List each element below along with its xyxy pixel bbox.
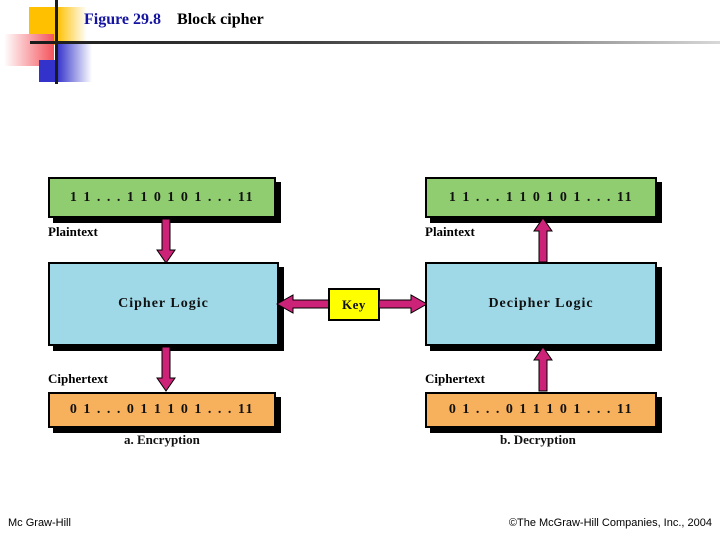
key-arrow-right [379,294,428,314]
header-horizontal-rule [30,41,720,44]
left-ciphertext-box: 0 1 . . . 0 1 1 1 0 1 . . . 11 [48,392,276,428]
key-label: Key [342,296,366,312]
left-plaintext-bits: 1 1 . . . 1 1 0 1 0 1 . . . 11 [69,189,255,205]
left-arrow-plaintext-to-logic [156,219,176,264]
right-ciphertext-bits: 0 1 . . . 0 1 1 1 0 1 . . . 11 [448,402,634,417]
logo-blue-gradient [57,44,92,82]
logo-yellow-gradient [57,7,87,45]
figure-number: Figure 29.8 [84,11,162,28]
key-arrow-left [276,294,330,314]
right-ciphertext-label: Ciphertext [425,371,485,386]
right-arrow-ciphertext-to-logic [533,347,553,392]
left-arrow-logic-to-ciphertext [156,347,176,392]
right-plaintext-bits: 1 1 . . . 1 1 0 1 0 1 . . . 11 [448,189,634,205]
right-ciphertext-box: 0 1 . . . 0 1 1 1 0 1 . . . 11 [425,392,657,428]
footer-right-text: ©The McGraw-Hill Companies, Inc., 2004 [508,517,712,529]
right-panel-caption: b. Decryption [500,432,576,447]
right-plaintext-box: 1 1 . . . 1 1 0 1 0 1 . . . 11 [425,177,657,218]
figure-title: Block cipher [177,11,264,28]
left-plaintext-label: Plaintext [48,224,98,239]
left-plaintext-box: 1 1 . . . 1 1 0 1 0 1 . . . 11 [48,177,276,218]
left-ciphertext-label: Ciphertext [48,371,108,386]
left-panel-caption: a. Encryption [124,432,200,447]
left-cipher-logic-box: Cipher Logic [48,262,279,346]
right-plaintext-label: Plaintext [425,224,475,239]
right-decipher-logic-box: Decipher Logic [425,262,657,346]
footer-left-text: Mc Graw-Hill [8,517,71,529]
page-title: Figure 29.8 Block cipher [84,11,264,29]
right-decipher-logic-label: Decipher Logic [488,296,594,311]
right-arrow-logic-to-plaintext [533,218,553,263]
left-cipher-logic-label: Cipher Logic [118,296,209,311]
key-box: Key [328,288,380,321]
left-ciphertext-bits: 0 1 . . . 0 1 1 1 0 1 . . . 11 [69,402,255,417]
